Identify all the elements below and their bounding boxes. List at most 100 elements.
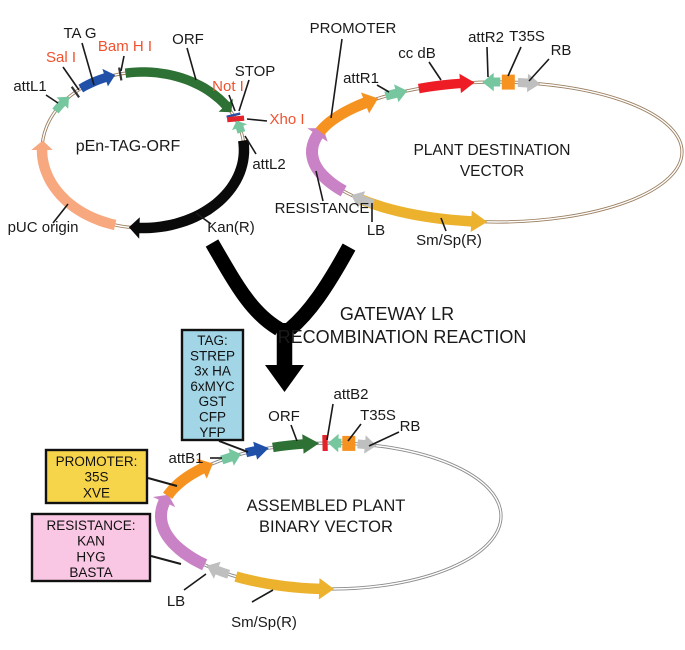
label-salI: Sal I bbox=[46, 49, 76, 66]
ccdb-segment bbox=[418, 73, 475, 94]
label-lb: LB bbox=[367, 222, 385, 239]
label-t35s: T35S bbox=[509, 28, 545, 45]
label-rb: RB bbox=[400, 418, 421, 435]
promoter-box-line: PROMOTER: bbox=[56, 454, 138, 469]
violet-segment bbox=[153, 494, 208, 571]
leader-promoter bbox=[330, 38, 343, 119]
leader-kan bbox=[195, 212, 212, 225]
label-bamHI: Bam H I bbox=[98, 38, 152, 55]
promoter-segment bbox=[315, 92, 379, 135]
resistance-box-line: BASTA bbox=[69, 565, 112, 580]
label-lb: LB bbox=[167, 593, 185, 610]
label-rb: RB bbox=[551, 42, 572, 59]
notI-site-mark bbox=[226, 112, 241, 118]
attL1-segment bbox=[52, 96, 70, 114]
leader-tag_box bbox=[218, 440, 249, 453]
resistance-box-line: KAN bbox=[77, 534, 105, 549]
plasmid-title-line: ASSEMBLED PLANT bbox=[247, 497, 406, 515]
smsp-segment bbox=[234, 571, 334, 600]
label-attL2: attL2 bbox=[252, 156, 285, 173]
promoter-box-line: XVE bbox=[83, 485, 110, 500]
reaction-line-2: RECOMBINATION REACTION bbox=[278, 327, 527, 347]
label-attR1: attR1 bbox=[343, 70, 379, 87]
tag-box-line: TAG: bbox=[197, 333, 228, 348]
merge-arrow-stroke bbox=[285, 243, 356, 335]
attB2-segment bbox=[328, 433, 342, 453]
leader-rb bbox=[528, 58, 550, 82]
tag-segment bbox=[78, 68, 116, 93]
tag-box-line: YFP bbox=[199, 425, 225, 440]
tag-segment bbox=[244, 441, 269, 460]
leader-attR1 bbox=[376, 84, 390, 93]
leader-notI bbox=[228, 94, 236, 112]
label-resistance: RESISTANCE bbox=[275, 200, 370, 217]
label-notI: Not I bbox=[212, 78, 244, 95]
salI-site-mark bbox=[70, 86, 81, 99]
t35s-box-segment bbox=[501, 74, 515, 90]
promoter-box-frame bbox=[44, 448, 149, 505]
leader-resistance bbox=[315, 170, 324, 202]
tag-box-line: STREP bbox=[190, 348, 235, 363]
stop-site-mark bbox=[226, 115, 245, 123]
label-stop: STOP bbox=[235, 63, 276, 80]
tag-box-line: CFP bbox=[199, 410, 226, 425]
label-ccdb: cc dB bbox=[398, 45, 436, 62]
label-orf: ORF bbox=[268, 408, 300, 425]
leader-lb bbox=[183, 573, 207, 591]
leader-t35s bbox=[347, 423, 362, 442]
orf-segment bbox=[272, 434, 320, 454]
resistance-box-frame bbox=[30, 512, 152, 583]
leader-attR2 bbox=[486, 46, 489, 78]
leader-smsp bbox=[251, 589, 274, 603]
leader-attL1 bbox=[45, 94, 59, 104]
leader-smsp bbox=[440, 217, 447, 232]
leader-orf bbox=[186, 47, 197, 81]
leader-attB2 bbox=[326, 403, 334, 441]
label-promoter: PROMOTER bbox=[310, 20, 397, 37]
lb-segment bbox=[206, 561, 231, 579]
merge-arrowhead-icon bbox=[265, 365, 304, 392]
reaction-caption: GATEWAY LR RECOMBINATION REACTION bbox=[278, 304, 527, 347]
label-attR2: attR2 bbox=[468, 29, 504, 46]
leader-orf bbox=[290, 424, 298, 442]
plasmid-title-line: BINARY VECTOR bbox=[259, 518, 393, 536]
plasmid-title-line: PLANT DESTINATION bbox=[413, 142, 570, 159]
promoter-box-line: 35S bbox=[84, 470, 108, 485]
label-xhoI: Xho I bbox=[269, 111, 304, 128]
orf-segment bbox=[124, 67, 233, 113]
attR2-segment bbox=[482, 72, 501, 92]
attB1-segment bbox=[220, 448, 241, 466]
puc-segment bbox=[31, 140, 117, 231]
rb-segment bbox=[517, 73, 541, 93]
attL2-segment bbox=[232, 120, 248, 134]
leader-resistance_box bbox=[150, 555, 182, 565]
leader-xhoI bbox=[246, 118, 268, 122]
attR1-segment bbox=[384, 84, 408, 103]
label-puc: pUC origin bbox=[8, 219, 79, 236]
label-orf: ORF bbox=[172, 31, 204, 48]
leader-stop bbox=[238, 79, 250, 112]
leader-bamHI bbox=[120, 55, 125, 72]
plasmid-destination-vector: PROMOTER attR1 cc dB attR2 T35S RB RESISTANCE L… bbox=[275, 20, 684, 249]
leader-t35s bbox=[507, 46, 522, 77]
reaction-line-1: GATEWAY LR bbox=[340, 304, 454, 324]
label-attL1: attL1 bbox=[13, 78, 46, 95]
plasmid-title-line: pEn-TAG-ORF bbox=[76, 138, 181, 155]
leader-tag bbox=[81, 42, 95, 86]
label-smsp: Sm/Sp(R) bbox=[231, 614, 297, 631]
leader-salI bbox=[62, 66, 80, 91]
label-kan: Kan(R) bbox=[207, 219, 255, 236]
label-attB1: attB1 bbox=[168, 450, 203, 467]
leader-attL2 bbox=[244, 135, 257, 155]
bamHI-site-mark bbox=[118, 67, 123, 81]
leader-puc bbox=[52, 203, 69, 224]
resistance-box-line: HYG bbox=[76, 549, 105, 564]
label-attB2: attB2 bbox=[333, 386, 368, 403]
merge-arrow-stroke bbox=[205, 239, 283, 336]
